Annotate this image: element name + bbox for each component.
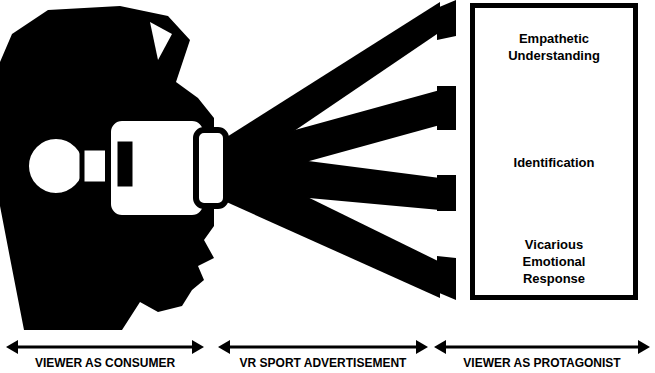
hair-notch	[150, 22, 172, 60]
concept-label: Empathetic Understanding	[501, 30, 607, 64]
head-silhouette	[0, 6, 214, 330]
ear	[26, 136, 86, 196]
headset-body	[108, 118, 206, 218]
span-label: VR SPORT ADVERTISEMENT	[240, 356, 407, 370]
span-label: VIEWER AS PROTAGONIST	[463, 356, 620, 370]
headset-window	[116, 140, 134, 188]
span-label: VIEWER AS CONSUMER	[35, 356, 175, 370]
screen-bar	[437, 0, 456, 300]
view-beams	[222, 2, 440, 298]
span-arrows	[6, 340, 650, 354]
concept-label: Vicarious Emotional Response	[501, 236, 607, 287]
concept-label: Identification	[501, 154, 607, 171]
headset-front	[196, 130, 226, 206]
concept-box: Empathetic UnderstandingIdentificationVi…	[470, 3, 638, 300]
